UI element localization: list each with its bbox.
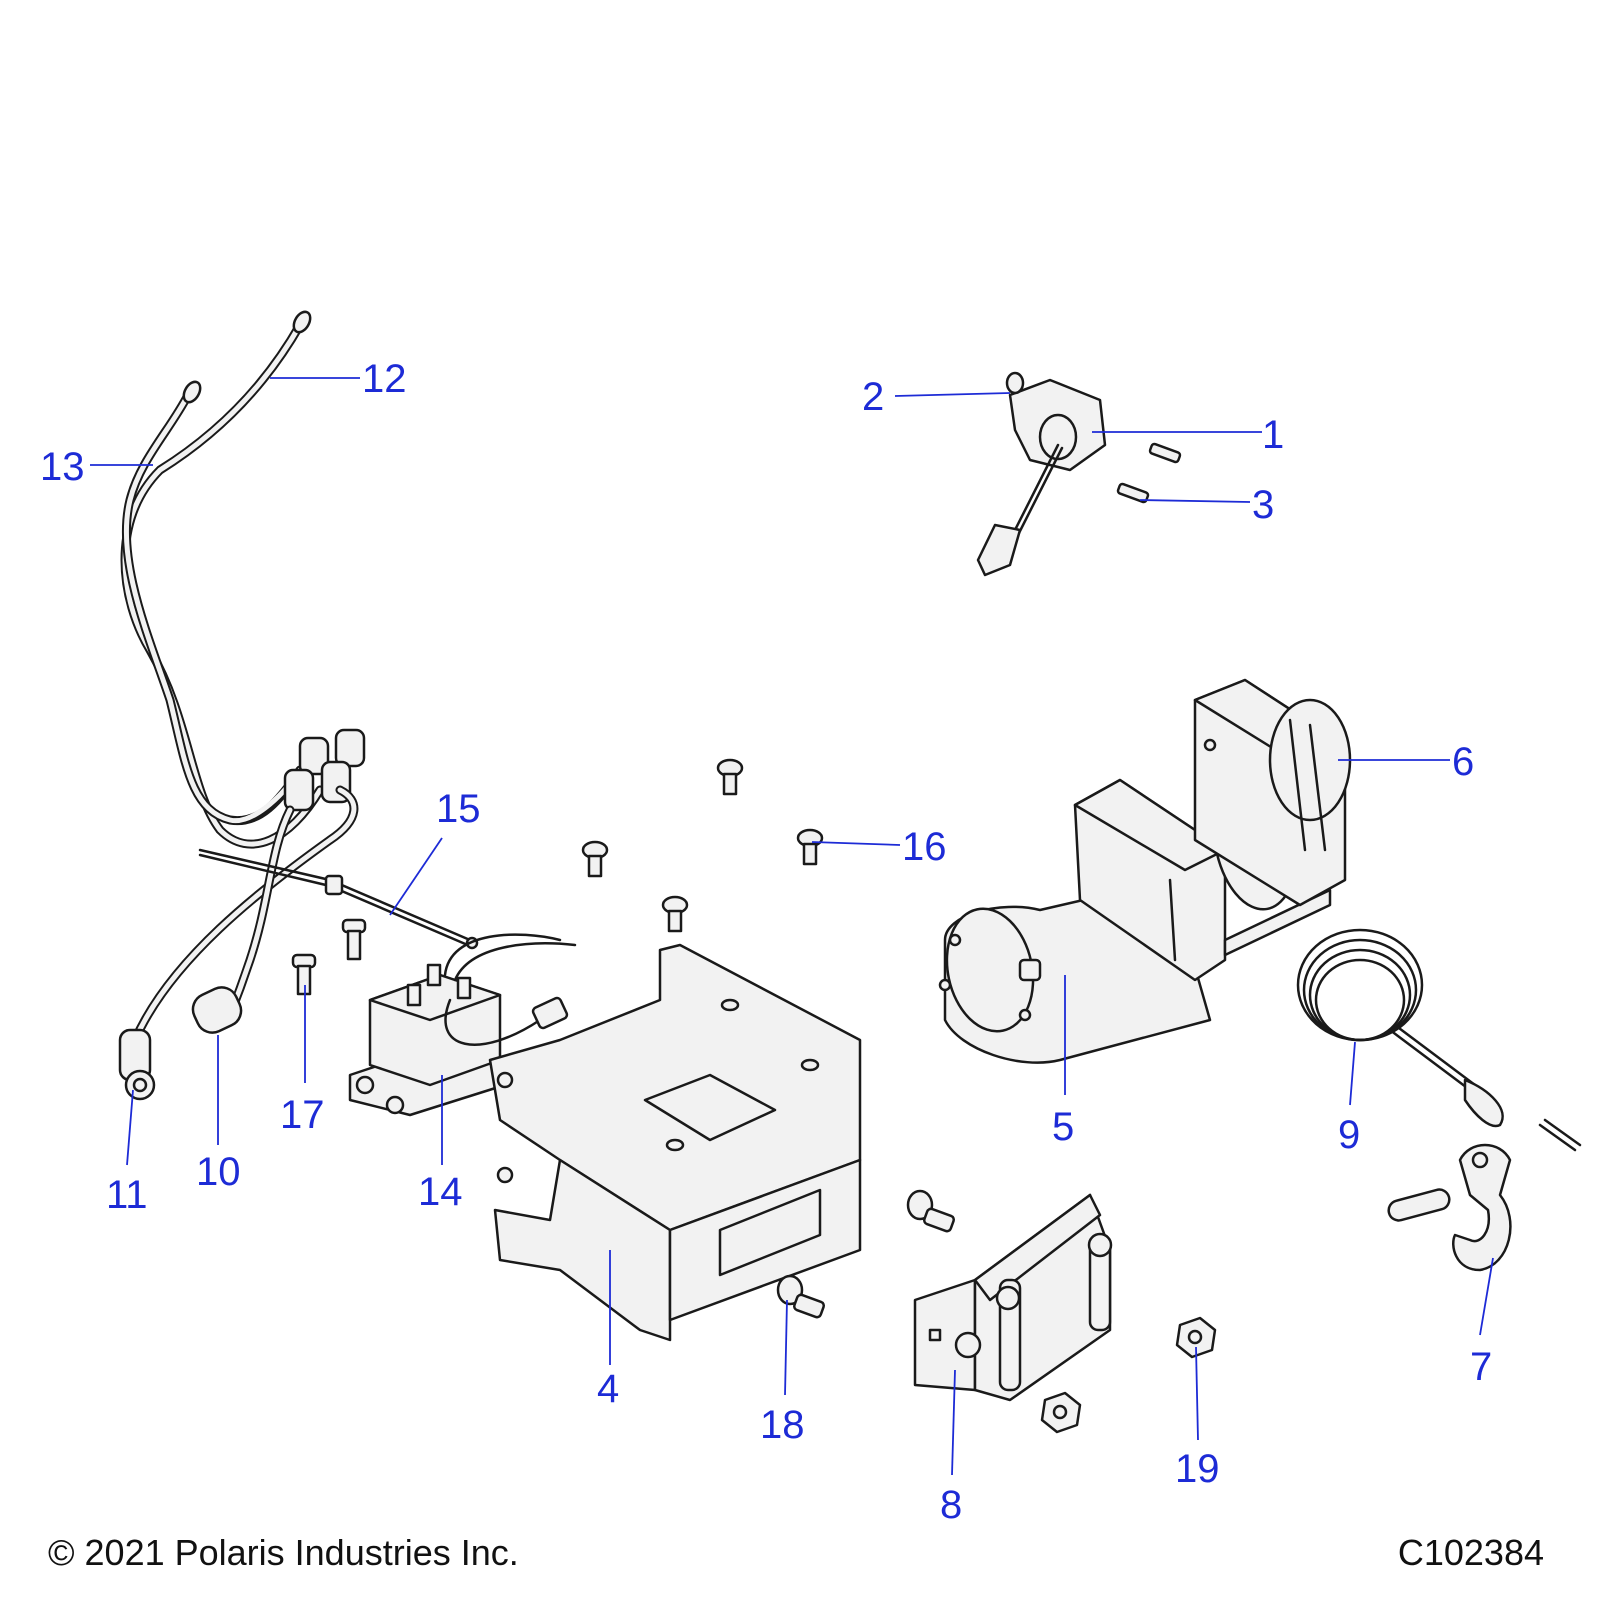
mounting-bracket — [488, 943, 862, 1342]
callout-14: 14 — [418, 1170, 463, 1214]
callout-9: 9 — [1338, 1113, 1360, 1157]
bolts-18 — [776, 1189, 956, 1319]
winch-gearbox — [1193, 678, 1352, 907]
callout-4: 4 — [597, 1367, 619, 1411]
bolts-17 — [291, 918, 367, 996]
roller-fairlead — [913, 1193, 1113, 1402]
wire-harness — [198, 848, 479, 950]
callout-19: 19 — [1175, 1447, 1220, 1491]
callout-7: 7 — [1470, 1345, 1492, 1389]
copyright-notice: © 2021 Polaris Industries Inc. — [48, 1532, 519, 1573]
nuts-19 — [1040, 1316, 1217, 1434]
callouts: 1 2 3 4 5 6 7 8 9 10 11 12 13 14 15 16 1… — [40, 357, 1492, 1527]
battery-cables — [120, 310, 325, 849]
callout-8: 8 — [940, 1483, 962, 1527]
wire-rope-coil — [1296, 928, 1504, 1128]
callout-15: 15 — [436, 787, 481, 831]
hook — [1387, 1143, 1512, 1272]
callout-13: 13 — [40, 445, 85, 489]
drawing-number: C102384 — [1397, 1532, 1544, 1573]
callout-1: 1 — [1262, 413, 1284, 457]
callout-5: 5 — [1052, 1105, 1074, 1149]
callout-6: 6 — [1452, 740, 1474, 784]
callout-18: 18 — [760, 1403, 805, 1447]
callout-17: 17 — [280, 1093, 325, 1137]
callout-12: 12 — [362, 357, 407, 401]
callout-10: 10 — [196, 1150, 241, 1194]
callout-11: 11 — [106, 1173, 148, 1217]
handlebar-switch — [976, 371, 1182, 577]
callout-16: 16 — [902, 825, 947, 869]
short-cables — [118, 785, 359, 1101]
winch-motor — [938, 778, 1227, 1064]
callout-3: 3 — [1252, 483, 1274, 527]
cotter-pin — [1538, 1118, 1582, 1152]
callout-2: 2 — [862, 375, 884, 419]
leader-lines — [90, 377, 1494, 1476]
screws-16 — [581, 758, 824, 933]
